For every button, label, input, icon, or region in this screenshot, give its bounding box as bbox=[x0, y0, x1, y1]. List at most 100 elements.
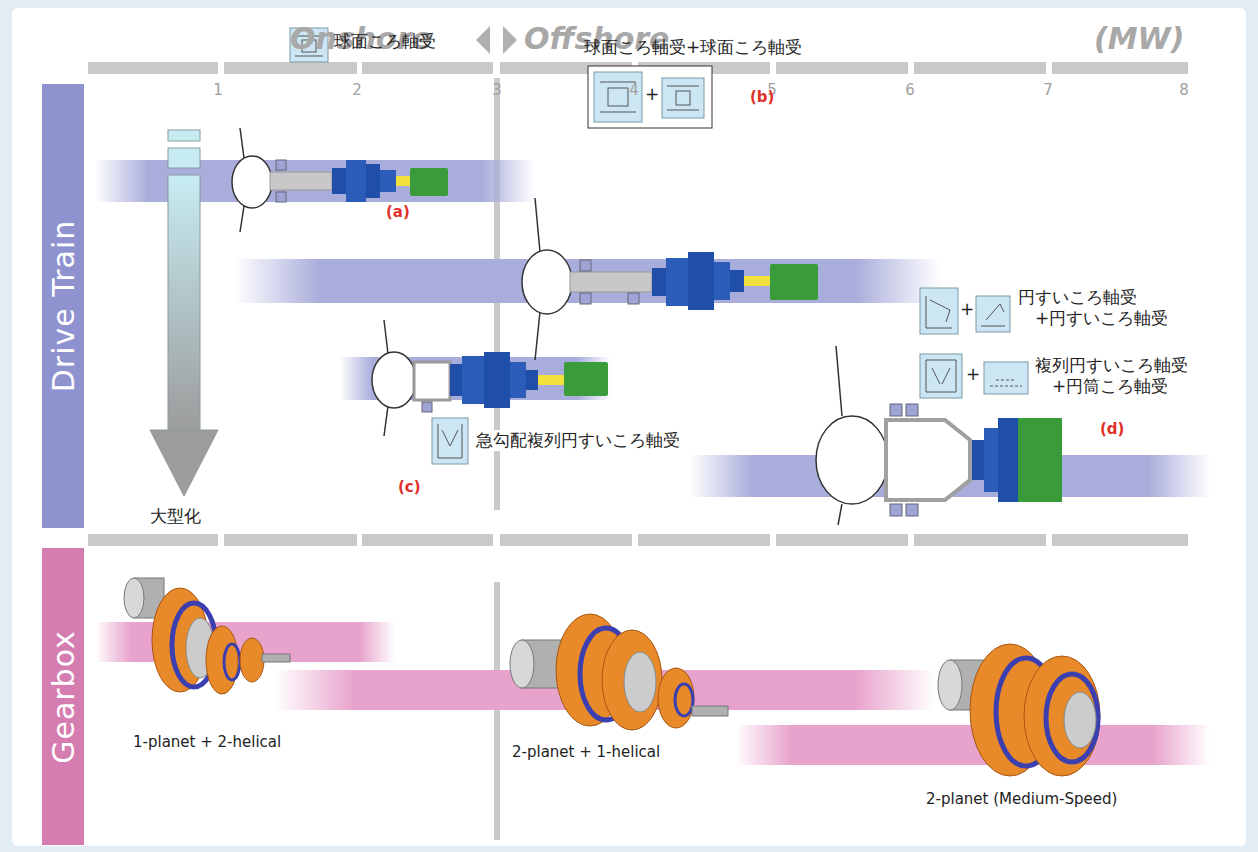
turbine-a bbox=[410, 168, 448, 196]
bearing-icon bbox=[432, 418, 468, 464]
scale-bar bbox=[500, 534, 632, 546]
size-arrow bbox=[150, 430, 218, 496]
gearbox-2 bbox=[510, 614, 728, 730]
bearing-icon bbox=[976, 296, 1010, 332]
turbine-b bbox=[770, 264, 818, 300]
gearbox-3 bbox=[1046, 674, 1098, 762]
turbine-c bbox=[422, 402, 432, 412]
turbine-c bbox=[372, 320, 608, 436]
scale-number: 8 bbox=[1179, 81, 1189, 100]
gearbox-2 bbox=[602, 630, 662, 730]
turbine-b bbox=[522, 198, 818, 360]
turbine-c bbox=[372, 352, 416, 408]
turbine-b bbox=[535, 312, 540, 360]
bearing-icon bbox=[926, 360, 956, 392]
turbine-d bbox=[1018, 418, 1062, 502]
turbine-a bbox=[276, 160, 286, 170]
capacity-band bbox=[235, 259, 940, 303]
turbine-d bbox=[998, 418, 1018, 502]
scale-number: 1 bbox=[213, 81, 223, 100]
region-label: (MW) bbox=[1094, 20, 1184, 58]
bearing-icon bbox=[290, 28, 1028, 464]
size-arrow bbox=[150, 130, 218, 496]
scale-bar bbox=[914, 534, 1046, 546]
scale-number: 4 bbox=[629, 81, 639, 100]
scale-bar bbox=[1052, 534, 1188, 546]
turbine-a bbox=[276, 192, 286, 202]
turbine-c bbox=[510, 362, 526, 398]
gearbox-label: 1-planet + 2-helical bbox=[133, 733, 281, 752]
turbine-b bbox=[652, 268, 666, 296]
bearing-icon bbox=[594, 72, 642, 122]
bearing-icon bbox=[588, 66, 712, 128]
bearing-icon bbox=[984, 362, 1028, 394]
plus-sign: + bbox=[966, 364, 980, 385]
turbine-d bbox=[886, 420, 970, 500]
turbine-d bbox=[816, 346, 1062, 525]
turbine-c bbox=[526, 370, 538, 390]
scale-number: 6 bbox=[905, 81, 915, 100]
scale-bar bbox=[914, 62, 1046, 74]
bearing-icon bbox=[981, 304, 1005, 326]
scale-bar bbox=[224, 62, 357, 74]
turbine-b bbox=[744, 276, 770, 286]
turbine-c bbox=[414, 362, 450, 400]
turbine-b bbox=[522, 250, 572, 314]
drive-train-tab: Drive Train bbox=[42, 84, 84, 528]
gearbox-3 bbox=[938, 660, 962, 710]
bearing-icon bbox=[920, 288, 958, 334]
callout-letter: (c) bbox=[398, 478, 421, 497]
scale-bar bbox=[88, 62, 1188, 546]
turbine-d bbox=[984, 428, 998, 492]
turbine-c bbox=[384, 320, 388, 354]
white-panel bbox=[12, 8, 1246, 846]
bearing-icon bbox=[608, 88, 628, 106]
callout-letter: (a) bbox=[386, 203, 410, 222]
size-label: 大型化 bbox=[150, 506, 201, 527]
turbine-d bbox=[838, 504, 842, 525]
turbine-a bbox=[366, 164, 380, 198]
scale-number: 7 bbox=[1043, 81, 1053, 100]
scale-bar bbox=[1052, 62, 1188, 74]
turbine-b bbox=[688, 252, 714, 310]
onshore-offshore-arrows bbox=[503, 26, 517, 54]
scale-number: 2 bbox=[352, 81, 362, 100]
bearing-label: 複列円すいころ軸受 +円筒ころ軸受 bbox=[1035, 355, 1214, 398]
gearbox-3 bbox=[1064, 692, 1096, 748]
bearing-label: 円すいころ軸受 +円すいころ軸受 bbox=[1018, 287, 1180, 330]
bearing-icon bbox=[667, 86, 699, 110]
scale-bar bbox=[638, 534, 770, 546]
gearbox-tab: Gearbox bbox=[42, 548, 84, 845]
gearbox-label: 2-planet + 1-helical bbox=[512, 743, 660, 762]
turbine-d bbox=[836, 346, 842, 416]
turbine-d bbox=[890, 404, 902, 416]
bearing-icon bbox=[926, 296, 952, 328]
gearbox-2 bbox=[658, 668, 694, 728]
size-arrow bbox=[168, 175, 200, 430]
turbine-a bbox=[396, 176, 410, 186]
gearbox-2 bbox=[675, 684, 693, 716]
turbine-a bbox=[380, 170, 396, 192]
capacity-band bbox=[95, 160, 535, 202]
divider-line bbox=[494, 582, 500, 840]
onshore-offshore-arrows bbox=[476, 26, 490, 54]
turbine-c bbox=[538, 375, 564, 385]
scale-bar bbox=[776, 62, 908, 74]
turbine-d bbox=[906, 404, 918, 416]
turbine-d bbox=[906, 504, 918, 516]
gearbox-2 bbox=[510, 640, 534, 688]
gearbox-1 bbox=[206, 626, 238, 694]
scale-bar bbox=[224, 534, 357, 546]
turbine-b bbox=[628, 293, 639, 304]
turbine-a bbox=[232, 156, 272, 208]
turbine-c bbox=[462, 356, 484, 404]
turbine-a bbox=[332, 168, 346, 194]
turbine-b bbox=[714, 262, 730, 300]
white-panel bbox=[12, 8, 1246, 846]
gearbox-1 bbox=[124, 578, 144, 618]
gearbox-3 bbox=[938, 644, 1100, 776]
callout-letter: (b) bbox=[750, 88, 774, 107]
gearbox-1 bbox=[240, 638, 264, 682]
